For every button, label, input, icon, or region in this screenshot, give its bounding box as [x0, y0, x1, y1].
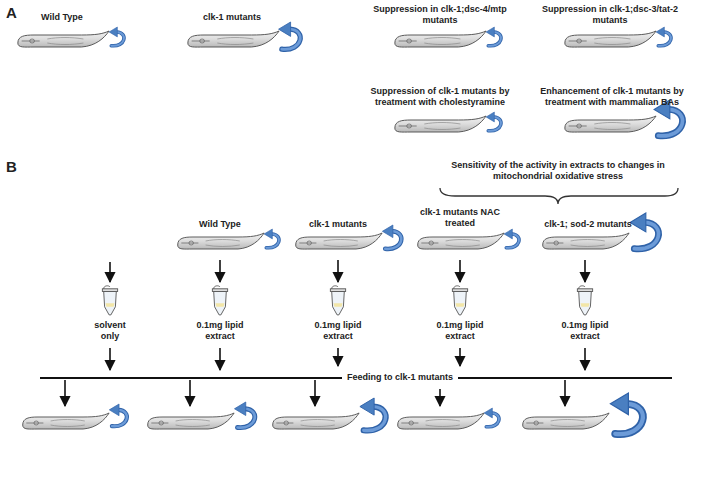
movement-arrow — [109, 393, 643, 434]
condition-label: Suppression of clk-1 mutants by treatmen… — [356, 86, 524, 108]
condition-label: clk-1 mutants NAC treated — [420, 207, 500, 229]
condition-label: Suppression in clk-1;dsc-3/tat-2 mutants — [540, 4, 680, 26]
flow-arrow — [110, 260, 585, 282]
flow-arrow — [65, 380, 565, 406]
condition-label: Wild Type — [175, 219, 265, 230]
feeding-label: Feeding to clk-1 mutants — [342, 372, 458, 383]
bracket — [440, 188, 678, 204]
condition-label: Wild Type — [12, 12, 112, 23]
sample-label: 0.1mg lipid extract — [423, 320, 497, 342]
sample-label: solvent only — [84, 320, 136, 342]
sample-label: 0.1mg lipid extract — [183, 320, 257, 342]
flow-arrow — [110, 348, 585, 370]
sample-label: 0.1mg lipid extract — [301, 320, 375, 342]
condition-label: clk-1 mutants — [177, 12, 287, 23]
panel-letter: B — [6, 158, 17, 176]
bracket-label: Sensitivity of the activity in extracts … — [427, 160, 689, 182]
condition-label: clk-1 mutants — [293, 219, 383, 230]
condition-label: Suppression in clk-1;dsc-4/mtp mutants — [370, 4, 510, 26]
movement-arrow — [109, 22, 682, 136]
panel-letter: A — [6, 4, 17, 22]
sample-label: 0.1mg lipid extract — [548, 320, 622, 342]
condition-label: Enhancement of clk-1 mutants by treatmen… — [528, 86, 696, 108]
tube-icon — [102, 286, 592, 315]
condition-label: clk-1; sod-2 mutants — [533, 219, 643, 230]
